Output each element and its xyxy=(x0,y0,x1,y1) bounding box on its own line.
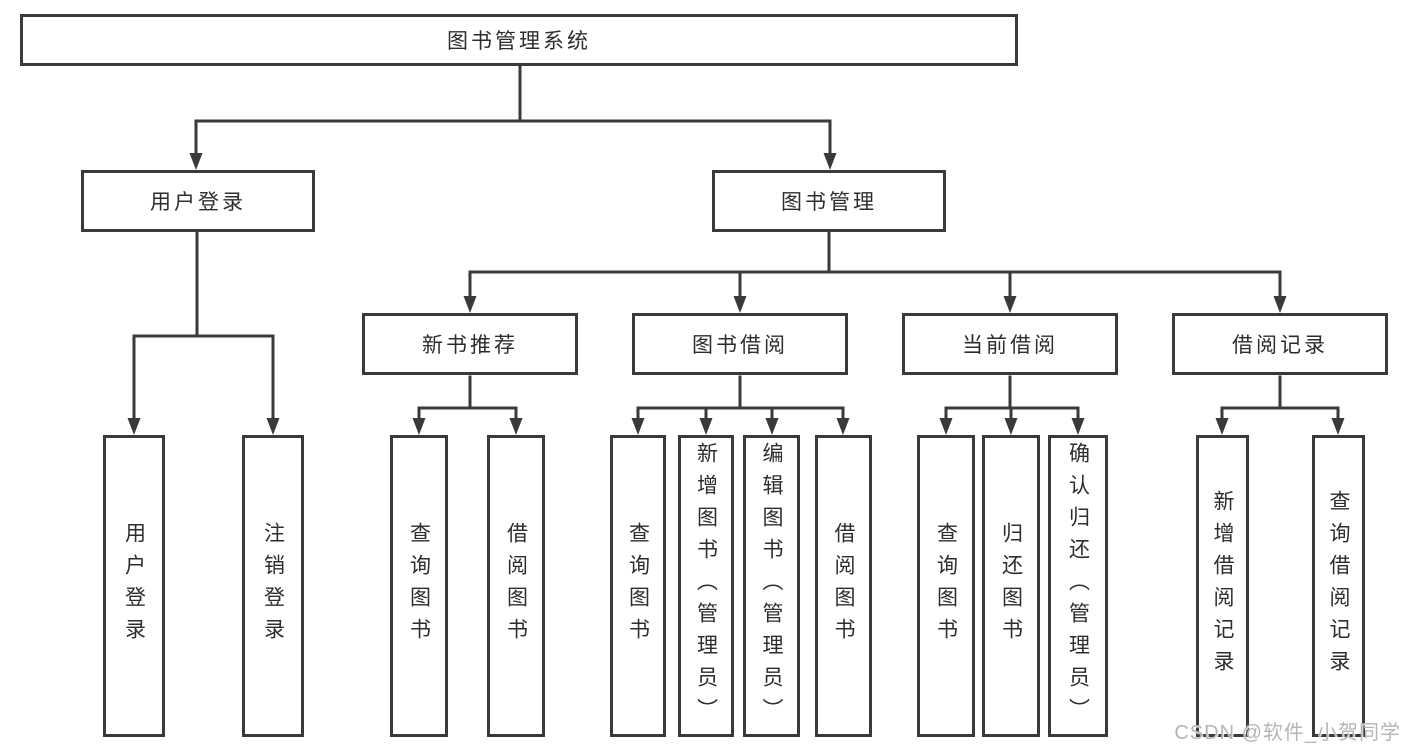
leaf-bb-query-books: 查询图书 xyxy=(610,435,666,737)
node-user-login-label: 用户登录 xyxy=(150,191,246,214)
node-root-label: 图书管理系统 xyxy=(447,30,591,53)
leaf-bb-borrow-books: 借阅图书 xyxy=(815,435,872,737)
leaf-user-login: 用户登录 xyxy=(103,435,165,737)
node-book-borrow-label: 图书借阅 xyxy=(692,334,788,357)
leaf-bb-edit-books-admin-label: 编辑图书（管理员） xyxy=(760,442,783,730)
leaf-user-login-label: 用户登录 xyxy=(122,522,146,650)
leaf-bb-borrow-books-label: 借阅图书 xyxy=(832,522,855,650)
leaf-bb-add-books-admin: 新增图书（管理员） xyxy=(678,435,734,737)
leaf-bb-query-books-label: 查询图书 xyxy=(626,522,650,650)
node-current-borrow: 当前借阅 xyxy=(902,313,1118,375)
leaf-br-query-record: 查询借阅记录 xyxy=(1312,435,1365,737)
node-book-management: 图书管理 xyxy=(712,170,946,232)
node-new-book-recommend-label: 新书推荐 xyxy=(422,334,518,357)
leaf-cb-confirm-return-admin-label: 确认归还（管理员） xyxy=(1066,442,1090,730)
leaf-nbr-borrow-books-label: 借阅图书 xyxy=(504,522,528,650)
watermark: CSDN @软件_小贺同学 xyxy=(1174,722,1401,744)
node-borrow-records: 借阅记录 xyxy=(1172,313,1388,375)
node-borrow-records-label: 借阅记录 xyxy=(1232,334,1328,357)
leaf-bb-edit-books-admin: 编辑图书（管理员） xyxy=(743,435,800,737)
node-root: 图书管理系统 xyxy=(20,14,1018,66)
leaf-logout-label: 注销登录 xyxy=(261,522,285,650)
leaf-nbr-query-books: 查询图书 xyxy=(390,435,448,737)
leaf-br-query-record-label: 查询借阅记录 xyxy=(1327,490,1350,682)
node-book-borrow: 图书借阅 xyxy=(632,313,848,375)
leaf-nbr-borrow-books: 借阅图书 xyxy=(487,435,545,737)
leaf-bb-add-books-admin-label: 新增图书（管理员） xyxy=(694,442,718,730)
leaf-br-add-record-label: 新增借阅记录 xyxy=(1211,490,1234,682)
leaf-br-add-record: 新增借阅记录 xyxy=(1196,435,1249,737)
node-user-login: 用户登录 xyxy=(81,170,315,232)
leaf-logout: 注销登录 xyxy=(242,435,304,737)
node-current-borrow-label: 当前借阅 xyxy=(962,334,1058,357)
leaf-cb-confirm-return-admin: 确认归还（管理员） xyxy=(1048,435,1108,737)
node-book-management-label: 图书管理 xyxy=(781,191,877,214)
leaf-cb-query-books-label: 查询图书 xyxy=(934,522,958,650)
node-new-book-recommend: 新书推荐 xyxy=(362,313,578,375)
leaf-cb-return-books: 归还图书 xyxy=(982,435,1040,737)
leaf-nbr-query-books-label: 查询图书 xyxy=(407,522,431,650)
leaf-cb-query-books: 查询图书 xyxy=(917,435,975,737)
leaf-cb-return-books-label: 归还图书 xyxy=(999,522,1023,650)
